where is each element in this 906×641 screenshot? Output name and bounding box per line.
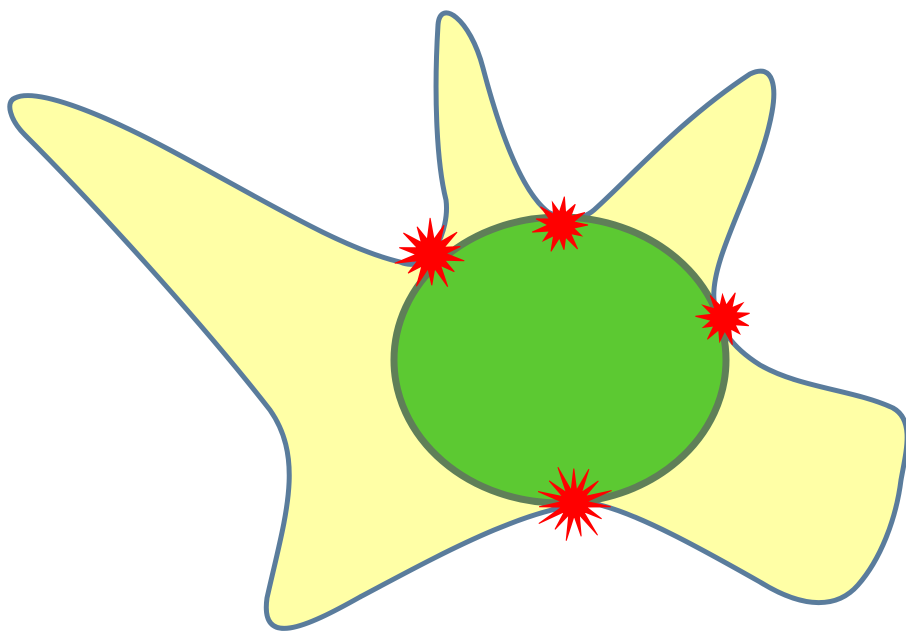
cell-diagram xyxy=(0,0,906,641)
diagram-canvas xyxy=(0,0,906,641)
